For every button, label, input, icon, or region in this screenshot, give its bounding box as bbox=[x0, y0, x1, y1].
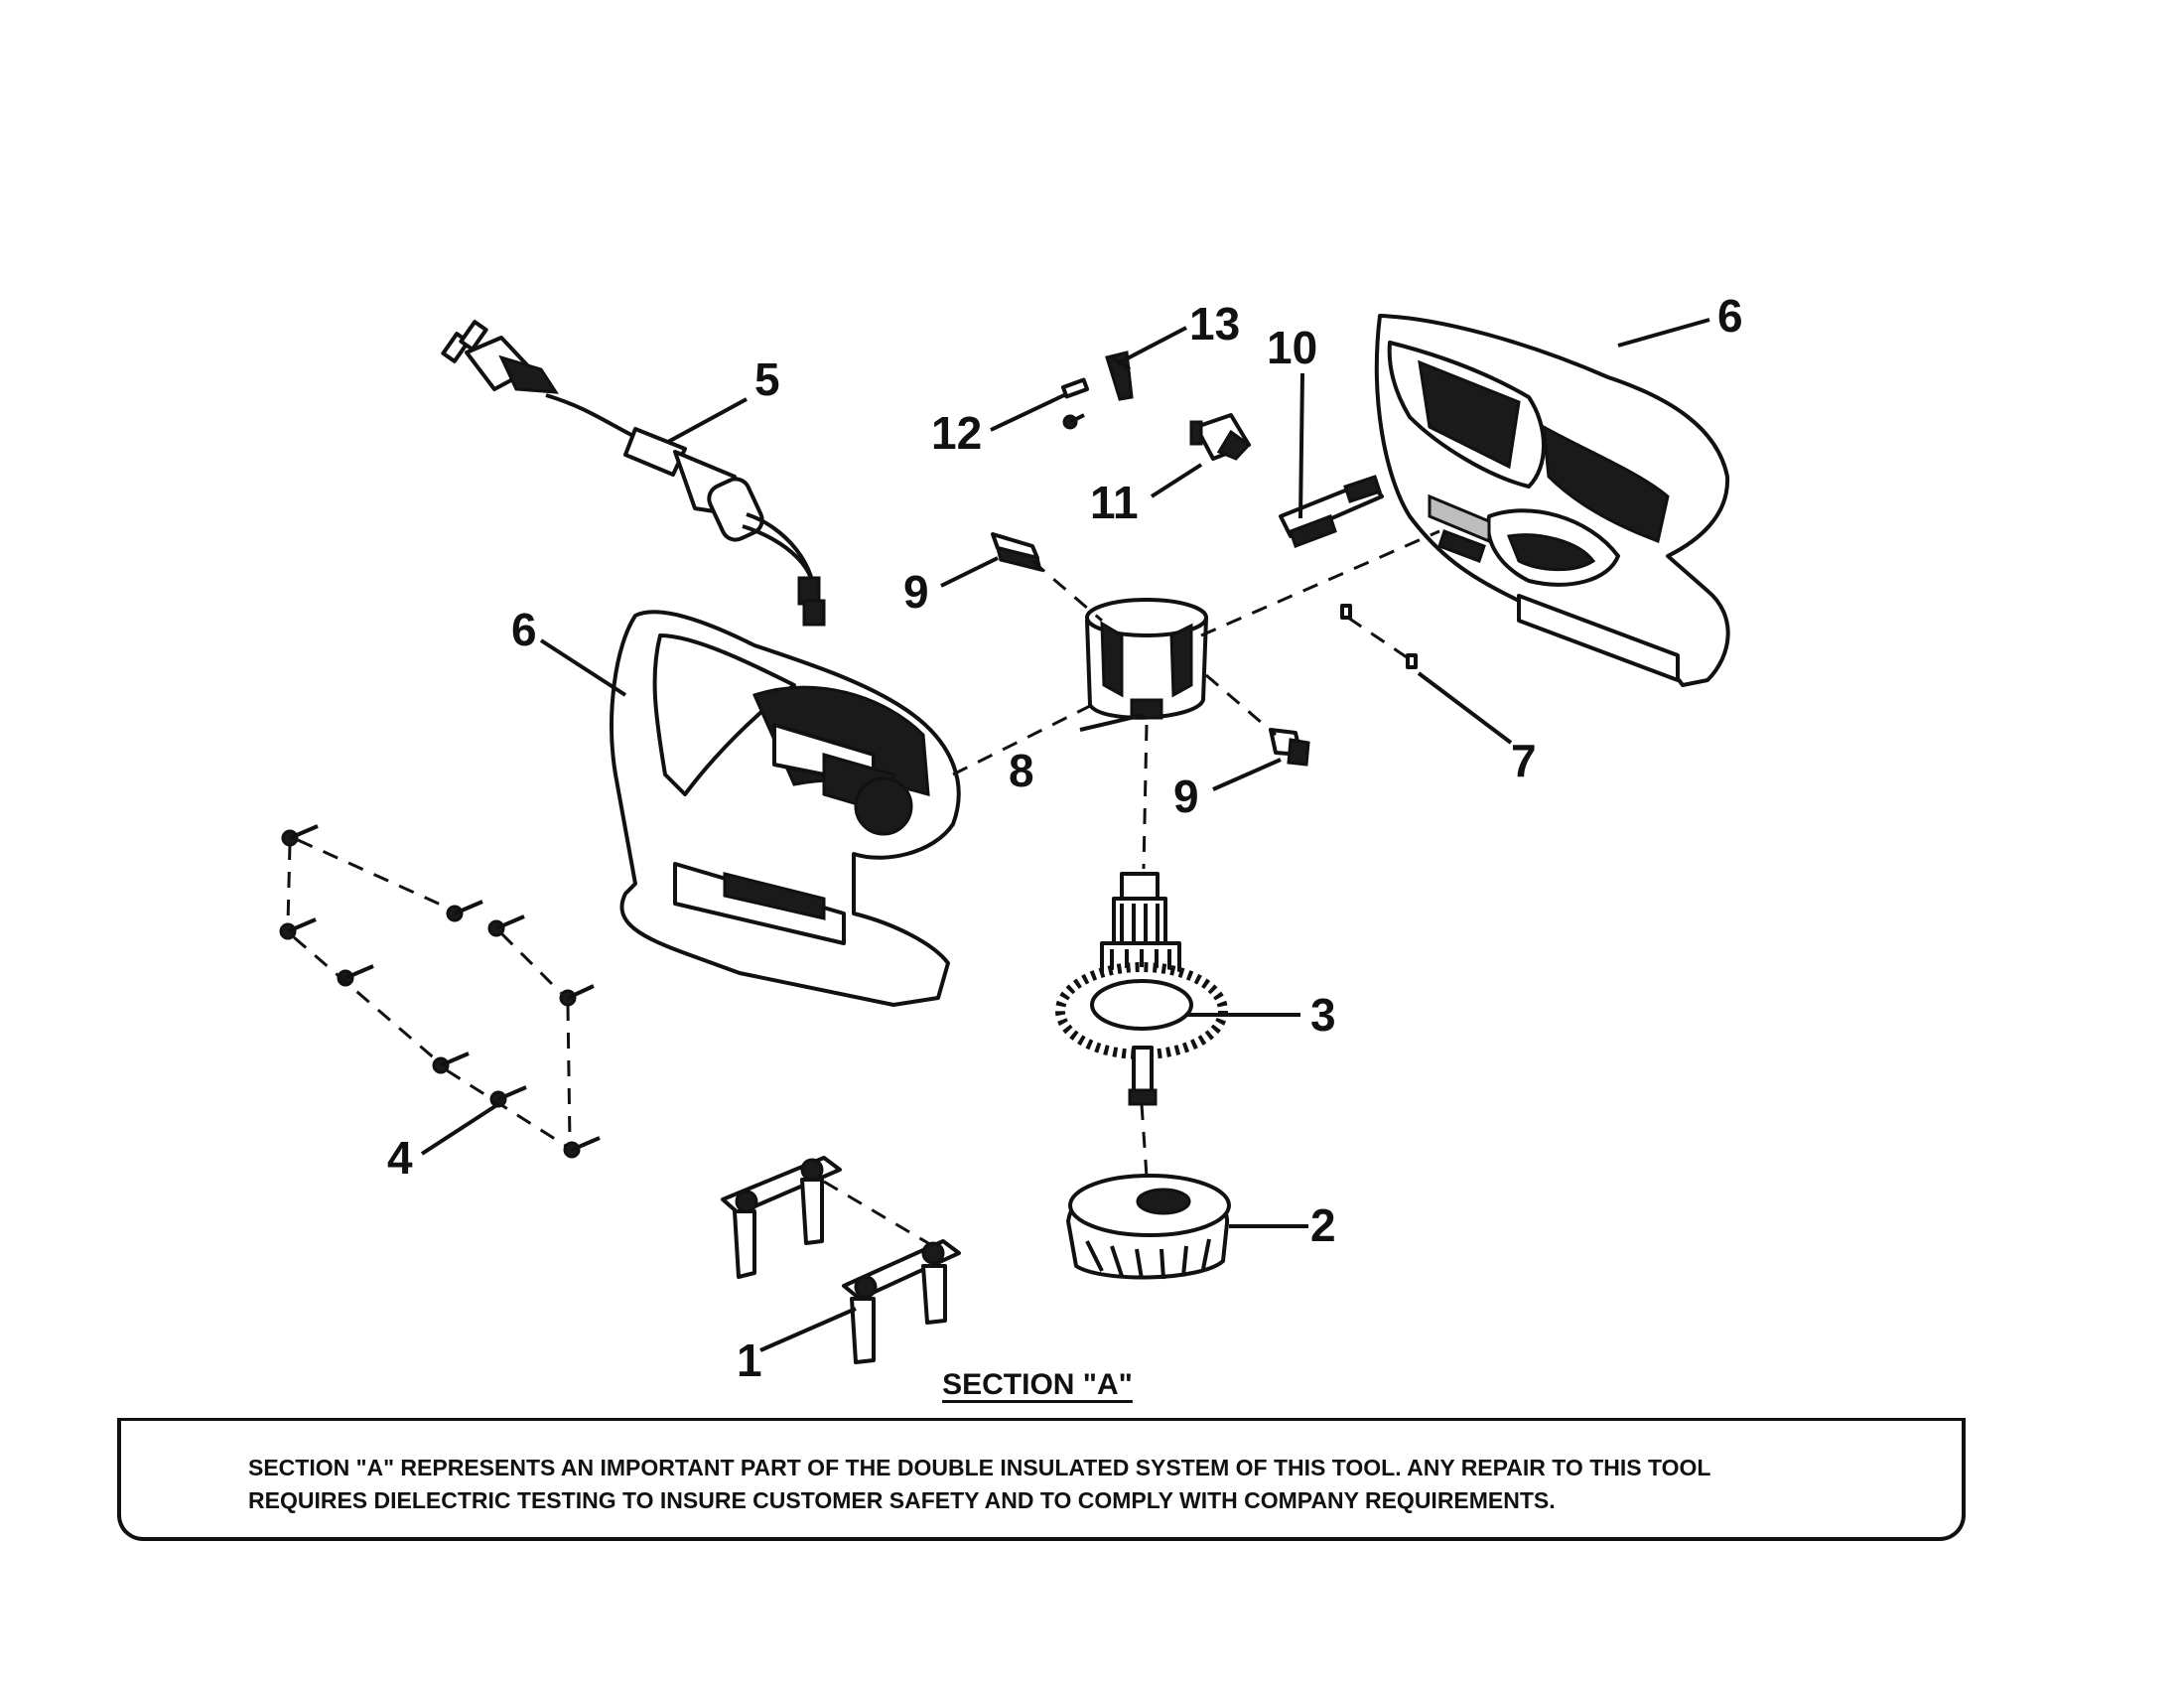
callout-11: 11 bbox=[1090, 477, 1139, 528]
part-6-left-housing bbox=[610, 610, 961, 1007]
assembly-lines bbox=[286, 529, 1440, 1248]
notice-line-1: SECTION "A" REPRESENTS AN IMPORTANT PART… bbox=[248, 1455, 1711, 1480]
callout-2: 2 bbox=[1310, 1199, 1336, 1251]
notice-text: SECTION "A" REPRESENTS AN IMPORTANT PART… bbox=[248, 1452, 1936, 1517]
part-12-screw bbox=[1060, 377, 1090, 430]
part-1-brush-assemblies bbox=[721, 1156, 961, 1364]
callout-7: 7 bbox=[1511, 735, 1537, 786]
callout-9-lower: 9 bbox=[1173, 771, 1199, 822]
callout-labels: 1 2 3 4 5 6 6 7 8 9 9 10 11 12 13 bbox=[387, 290, 1743, 1386]
callout-6-left: 6 bbox=[511, 604, 537, 655]
callout-8: 8 bbox=[1009, 745, 1034, 796]
part-3-armature bbox=[1055, 872, 1228, 1106]
notice-line-2: REQUIRES DIELECTRIC TESTING TO INSURE CU… bbox=[248, 1487, 1556, 1513]
part-6-right-housing bbox=[1374, 314, 1730, 687]
notice-box bbox=[117, 1418, 1966, 1541]
callout-10: 10 bbox=[1267, 322, 1317, 373]
callout-9-upper: 9 bbox=[903, 566, 929, 618]
part-11-switch bbox=[1189, 413, 1252, 461]
leader-lines bbox=[420, 318, 1710, 1352]
part-2-fan bbox=[1066, 1174, 1231, 1280]
part-10-switch-bracket bbox=[1279, 475, 1384, 548]
callout-5: 5 bbox=[754, 353, 780, 405]
part-8-field-stator bbox=[1085, 598, 1208, 720]
part-4-screws bbox=[279, 824, 601, 1159]
callout-6-right: 6 bbox=[1717, 290, 1743, 342]
section-a-title: SECTION "A" bbox=[942, 1368, 1133, 1401]
callout-1: 1 bbox=[737, 1334, 762, 1386]
part-9-upper-brush bbox=[991, 532, 1043, 573]
part-7-pins bbox=[1340, 604, 1418, 669]
callout-4: 4 bbox=[387, 1132, 413, 1184]
callout-13: 13 bbox=[1189, 298, 1240, 350]
callout-12: 12 bbox=[931, 407, 982, 459]
part-9-lower-brush bbox=[1269, 728, 1310, 767]
callout-3: 3 bbox=[1310, 989, 1336, 1041]
